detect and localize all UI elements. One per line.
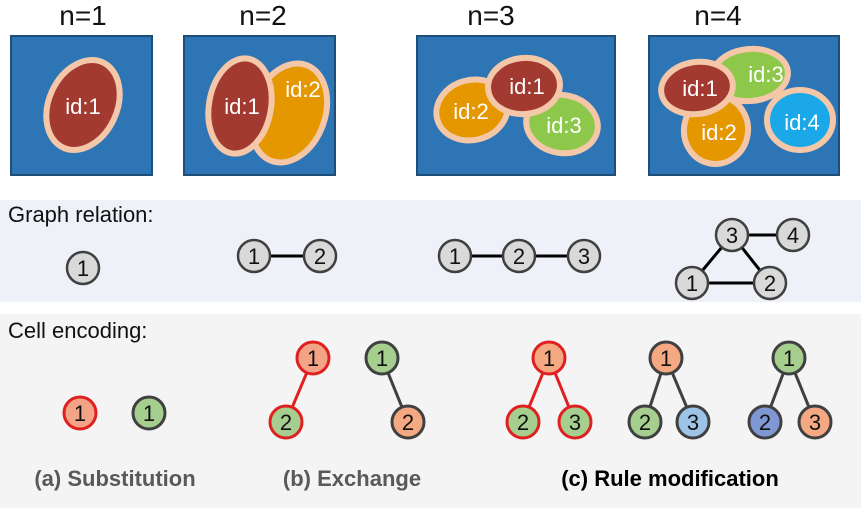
encoding-node: [390, 404, 426, 440]
encoding-rule-modification: 1 2 3 1 2 3 1 2 3: [505, 340, 833, 440]
title-n1: n=1: [59, 0, 107, 31]
cell-label: id:1: [509, 74, 544, 99]
encoding-exchange: 1 2 1 2: [268, 340, 426, 440]
encoding-node-label: 1: [143, 401, 155, 426]
graph-n1: 1: [65, 250, 101, 286]
encoding-node: [505, 404, 541, 440]
cell-1: [205, 55, 275, 157]
encoding-node: [268, 404, 304, 440]
graph-relation-label: Graph relation:: [8, 202, 154, 227]
caption-exchange: (b) Exchange: [282, 466, 422, 491]
encoding-node: [675, 404, 711, 440]
encoding-node-label: 2: [402, 410, 414, 435]
cell-label: id:3: [546, 113, 581, 138]
encoding-node: [771, 340, 807, 376]
cell-label: id:2: [285, 77, 320, 102]
graph-node-label: 2: [314, 244, 326, 269]
title-n2: n=2: [239, 0, 287, 31]
cell-encoding-label: Cell encoding:: [8, 318, 148, 343]
title-n3: n=3: [467, 0, 515, 31]
cells-n4: id:1 id:3 id:2 id:4: [658, 45, 836, 167]
encoding-node-label: 1: [376, 346, 388, 371]
graph-node: [714, 217, 750, 253]
encoding-node-label: 1: [783, 346, 795, 371]
cell-1: [658, 58, 736, 118]
encoding-node-label: 1: [307, 346, 319, 371]
graph-n2: 1 2: [236, 238, 338, 274]
title-n4: n=4: [694, 0, 742, 31]
graph-node-label: 3: [578, 244, 590, 269]
graph-node-label: 2: [513, 244, 525, 269]
cell-label: id:2: [453, 99, 488, 124]
graph-node-label: 1: [449, 244, 461, 269]
graph-node: [752, 265, 788, 301]
encoding-node: [531, 340, 567, 376]
encoding-node-label: 1: [660, 346, 672, 371]
graph-node: [775, 217, 811, 253]
encoding-node-label: 2: [639, 410, 651, 435]
encoding-node: [295, 340, 331, 376]
encoding-node-label: 3: [809, 410, 821, 435]
cells-n3: id:1 id:2 id:3: [433, 54, 601, 157]
encoding-node: [747, 404, 783, 440]
encoding-node: [364, 340, 400, 376]
encoding-node: [62, 395, 98, 431]
graph-n4: 3 4 1 2: [674, 217, 811, 301]
encoding-node-label: 2: [759, 410, 771, 435]
encoding-node: [627, 404, 663, 440]
encoding-node: [131, 395, 167, 431]
caption-substitution: (a) Substitution: [34, 466, 196, 491]
graph-node: [501, 238, 537, 274]
cells-n1: id:1: [43, 57, 123, 153]
encoding-node-label: 3: [569, 410, 581, 435]
graph-node-label: 3: [726, 223, 738, 248]
graph-node-label: 1: [248, 244, 260, 269]
encoding-node-label: 2: [517, 410, 529, 435]
cell-label: id:2: [701, 120, 736, 145]
graph-node: [437, 238, 473, 274]
encoding-node: [557, 404, 593, 440]
encoding-node-label: 3: [687, 410, 699, 435]
cell-label: id:1: [224, 94, 259, 119]
caption-rule-modification: (c) Rule modification: [561, 466, 779, 491]
graph-n3: 1 2 3: [437, 238, 602, 274]
cell-1: [43, 57, 123, 153]
cell-label: id:4: [784, 110, 819, 135]
graph-node-label: 1: [686, 271, 698, 296]
graph-node: [302, 238, 338, 274]
cells-n2: id:2 id:1: [205, 55, 331, 166]
cell-4: [764, 87, 836, 153]
cell-label: id:1: [682, 76, 717, 101]
encoding-node-label: 1: [74, 401, 86, 426]
encoding-node-label: 2: [280, 410, 292, 435]
cell-label: id:1: [65, 94, 100, 119]
graph-node-label: 4: [787, 223, 799, 248]
graph-node: [65, 250, 101, 286]
graph-node-label: 1: [77, 256, 89, 281]
encoding-node-label: 1: [543, 346, 555, 371]
encoding-node: [648, 340, 684, 376]
graph-node-label: 2: [764, 271, 776, 296]
cell-label: id:3: [748, 62, 783, 87]
graph-node: [236, 238, 272, 274]
encoding-node: [797, 404, 833, 440]
graph-node: [566, 238, 602, 274]
graph-node: [674, 265, 710, 301]
cell-1: [485, 54, 563, 118]
encoding-substitution: 1 1: [62, 395, 167, 431]
